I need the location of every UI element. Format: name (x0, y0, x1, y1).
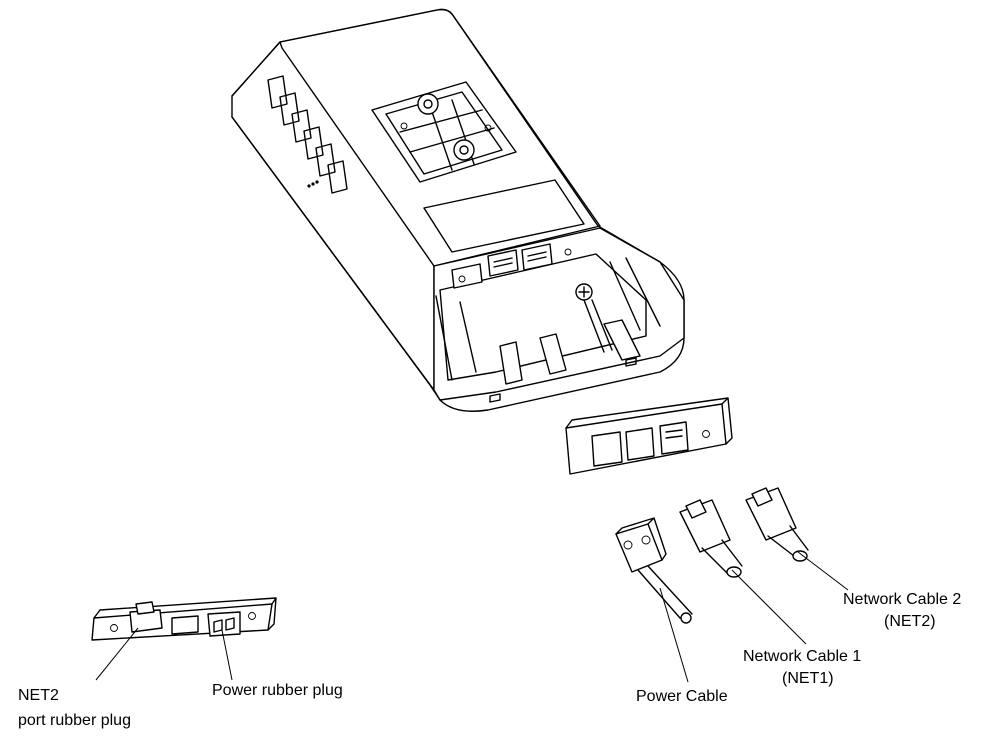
network-cable-2 (745, 487, 809, 562)
port-cover-plate (565, 397, 733, 475)
label-plate (423, 179, 585, 253)
label-net2: (NET2) (884, 613, 936, 630)
label-network-cable-1: Network Cable 1 (743, 648, 861, 665)
label-power-cable: Power Cable (636, 688, 728, 705)
mount-bracket (371, 81, 517, 183)
label-power-rubber-plug: Power rubber plug (212, 682, 343, 699)
power-cable (615, 517, 693, 624)
label-net1: (NET1) (782, 670, 834, 687)
rubber-plug-plate (91, 597, 277, 641)
port-bay (433, 227, 685, 403)
label-net2-plug-line2: port rubber plug (18, 712, 131, 729)
vent-slots (267, 75, 348, 194)
device-body (231, 8, 685, 412)
label-net2-plug-line1: NET2 (18, 687, 59, 704)
network-cable-1 (679, 499, 743, 578)
leader-lines (95, 551, 849, 683)
label-network-cable-2: Network Cable 2 (843, 591, 961, 608)
